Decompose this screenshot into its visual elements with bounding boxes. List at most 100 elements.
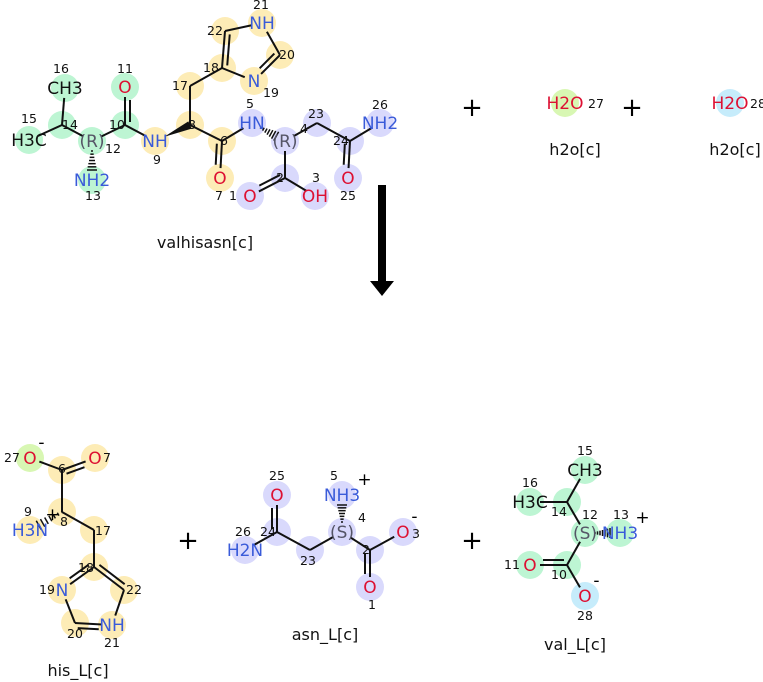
bond bbox=[342, 140, 351, 169]
atom-index: 26 bbox=[372, 97, 388, 112]
atom-index: 23 bbox=[300, 553, 316, 568]
bond bbox=[253, 531, 278, 546]
plus-sign: + bbox=[177, 526, 199, 556]
bond bbox=[349, 536, 371, 551]
atom-index: 21 bbox=[253, 0, 269, 12]
atom-index: 21 bbox=[104, 635, 120, 650]
atom-index: 20 bbox=[279, 47, 295, 62]
atom-label: O bbox=[523, 556, 536, 576]
atom-highlight bbox=[389, 518, 417, 546]
atom-index: 17 bbox=[95, 523, 111, 538]
bond bbox=[61, 97, 66, 126]
atom-highlight bbox=[328, 481, 356, 509]
atom-label: CH3 bbox=[47, 79, 82, 99]
compound-name: asn_L[c] bbox=[292, 625, 358, 645]
compound-name: h2o[c] bbox=[709, 140, 760, 159]
atom-index: 22 bbox=[207, 23, 223, 38]
atom-label: O bbox=[363, 578, 376, 598]
atom-index: 23 bbox=[308, 106, 324, 121]
bond bbox=[258, 52, 281, 75]
atom-index: 10 bbox=[551, 567, 567, 582]
atom-index: 20 bbox=[67, 626, 83, 641]
atom-label: O bbox=[270, 486, 283, 506]
atom-label: NH bbox=[99, 616, 125, 636]
atom-index: 15 bbox=[21, 111, 37, 126]
atom-highlight bbox=[571, 519, 599, 547]
atom-index: 24 bbox=[333, 133, 349, 148]
bond bbox=[369, 535, 395, 551]
bond bbox=[189, 124, 223, 142]
compound-name: his_L[c] bbox=[47, 661, 108, 681]
bond bbox=[566, 541, 581, 566]
atom-index: 28 bbox=[577, 608, 593, 623]
atom-index: 12 bbox=[582, 507, 598, 522]
atom-index: 13 bbox=[613, 507, 629, 522]
atom-highlight bbox=[240, 67, 268, 95]
atom-index: 16 bbox=[522, 475, 538, 490]
bond bbox=[189, 67, 223, 87]
atom-index: 5 bbox=[246, 96, 254, 111]
atom-index: 27 bbox=[4, 450, 20, 465]
atom-highlight bbox=[15, 126, 43, 154]
atom-label: H2O bbox=[712, 94, 749, 114]
bond bbox=[114, 589, 125, 616]
atom-highlight bbox=[606, 519, 634, 547]
bond bbox=[61, 124, 84, 138]
atom-highlight bbox=[334, 164, 362, 192]
bond bbox=[276, 531, 311, 551]
bond bbox=[337, 504, 347, 523]
atom-label: H2N bbox=[227, 541, 263, 561]
atom-label: O bbox=[243, 187, 256, 207]
bond bbox=[37, 124, 63, 137]
charge-label: + bbox=[357, 470, 371, 490]
atom-highlight bbox=[571, 456, 599, 484]
atom-index: 13 bbox=[85, 188, 101, 203]
bond bbox=[293, 122, 318, 137]
atom-highlight bbox=[78, 127, 106, 155]
atom-label: O bbox=[88, 449, 101, 469]
atom-index: 3 bbox=[412, 526, 420, 541]
atom-label: HN bbox=[239, 114, 265, 134]
reaction-arrow bbox=[370, 185, 394, 296]
atom-highlight bbox=[716, 89, 744, 117]
bond bbox=[39, 460, 63, 471]
atom-highlight bbox=[236, 182, 264, 210]
atom-index: 4 bbox=[300, 121, 308, 136]
atom-highlight bbox=[551, 89, 579, 117]
atom-label: O bbox=[213, 169, 226, 189]
atom-index: 15 bbox=[577, 443, 593, 458]
atom-label: O bbox=[118, 78, 131, 98]
atom-index: 17 bbox=[172, 78, 188, 93]
atom-index: 3 bbox=[312, 170, 320, 185]
atom-index: 1 bbox=[229, 188, 237, 203]
bond bbox=[259, 126, 280, 141]
atom-highlight bbox=[16, 444, 44, 472]
atom-label: OH bbox=[302, 187, 328, 207]
atom-highlight bbox=[516, 488, 544, 516]
atom-highlight bbox=[238, 109, 266, 137]
bond bbox=[221, 30, 231, 69]
atom-index: 22 bbox=[126, 582, 142, 597]
atom-highlight bbox=[328, 518, 356, 546]
bond bbox=[221, 127, 244, 142]
bond bbox=[594, 528, 611, 538]
compound-name: h2o[c] bbox=[549, 140, 600, 159]
bond bbox=[271, 505, 278, 532]
bond bbox=[566, 501, 581, 525]
charge-label: - bbox=[411, 507, 417, 527]
atom-label: NH bbox=[249, 14, 275, 34]
bond bbox=[266, 31, 281, 56]
atom-index: 2 bbox=[276, 170, 284, 185]
atom-highlight bbox=[231, 536, 259, 564]
atom-label: N bbox=[248, 72, 261, 92]
charge-label: + bbox=[635, 508, 649, 528]
atom-index: 7 bbox=[103, 450, 111, 465]
atom-label: (R) bbox=[272, 132, 297, 152]
atom-label: (R) bbox=[79, 132, 104, 152]
atom-highlight bbox=[48, 576, 76, 604]
